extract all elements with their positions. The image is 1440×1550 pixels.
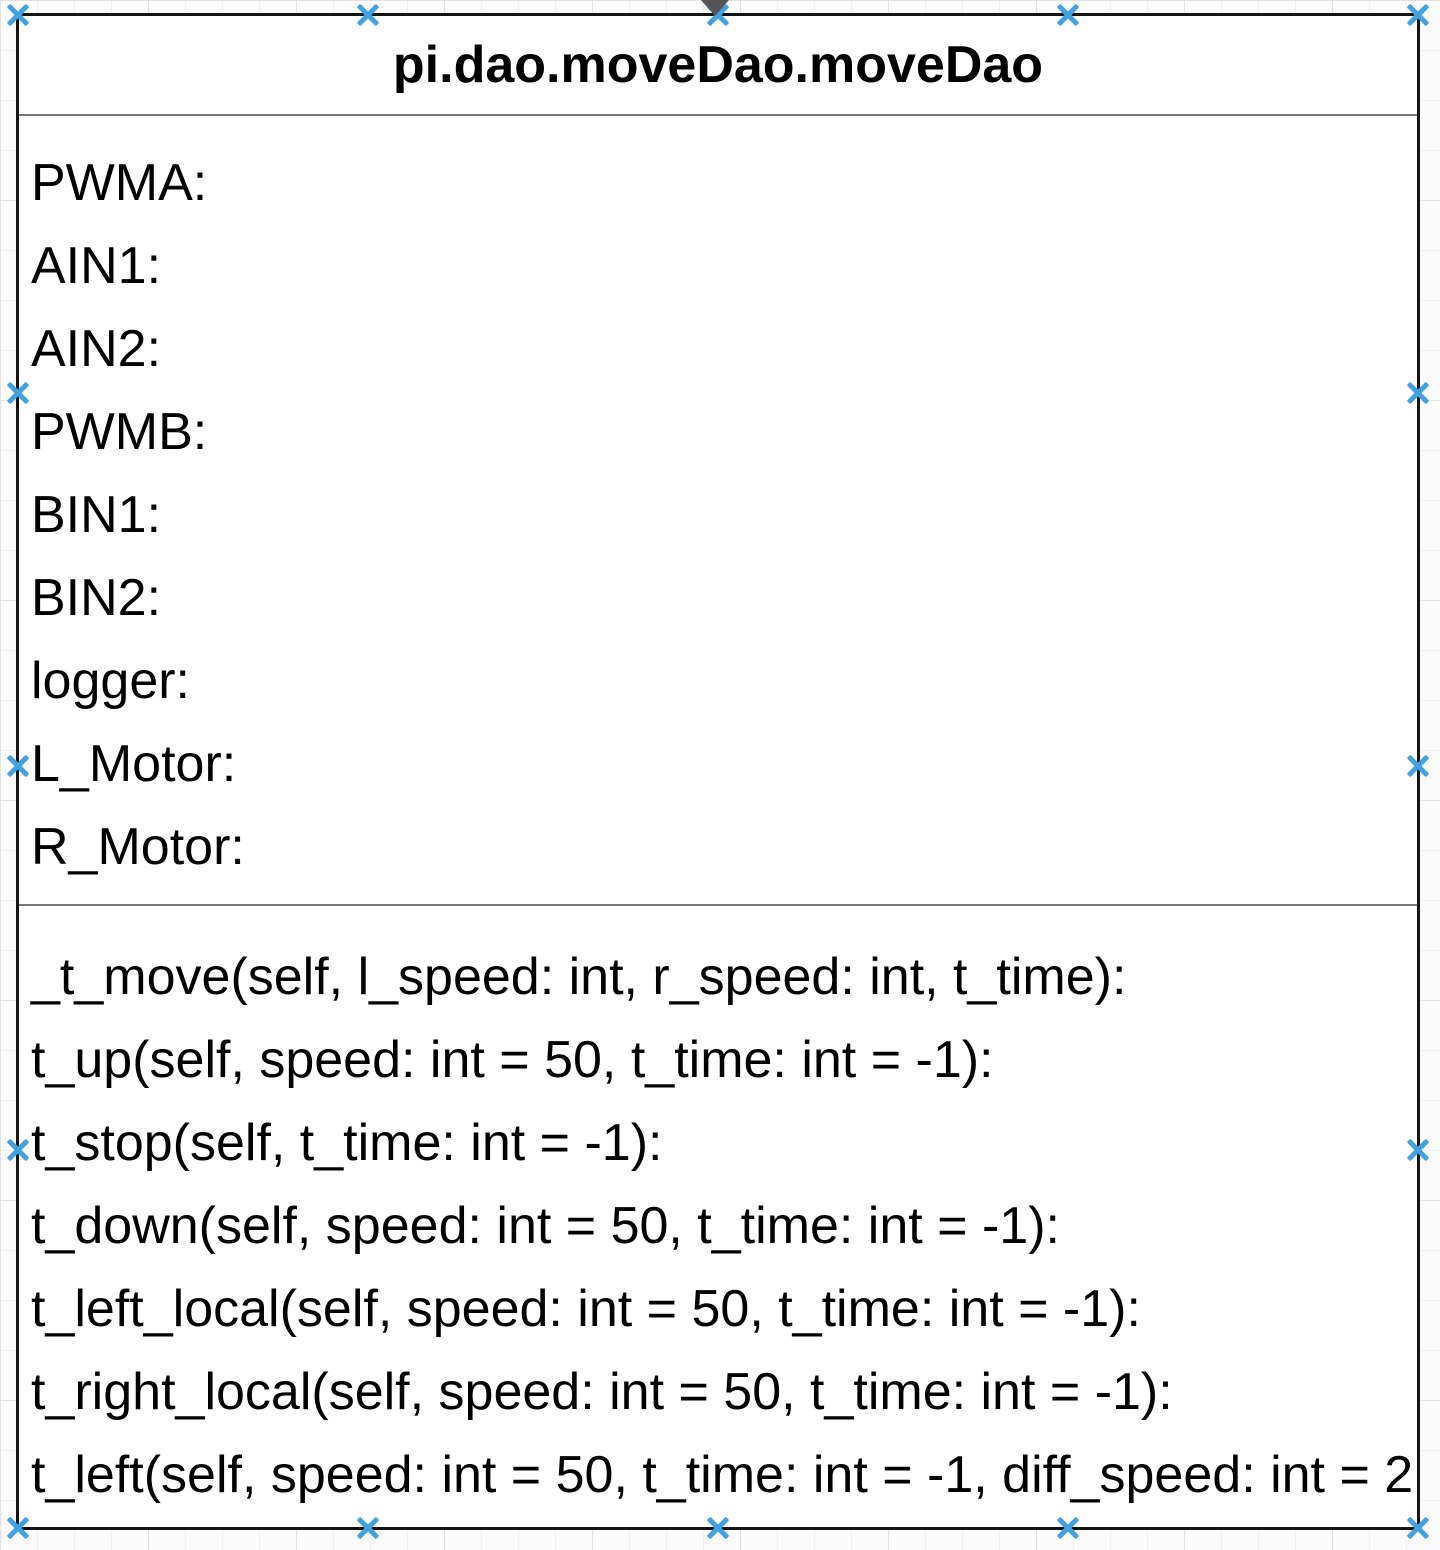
- connection-point-icon[interactable]: [1056, 1516, 1080, 1540]
- attribute-row[interactable]: PWMA:: [31, 154, 208, 212]
- method-row[interactable]: t_stop(self, t_time: int = -1):: [31, 1114, 663, 1172]
- connection-point-icon[interactable]: [6, 3, 30, 27]
- connection-point-icon[interactable]: [6, 381, 30, 405]
- connection-point-icon[interactable]: [356, 3, 380, 27]
- mouse-cursor-icon: [701, 0, 729, 16]
- connection-point-icon[interactable]: [1406, 1138, 1430, 1162]
- connection-point-icon[interactable]: [6, 1516, 30, 1540]
- connection-point-icon[interactable]: [1406, 754, 1430, 778]
- method-row[interactable]: t_left(self, speed: int = 50, t_time: in…: [31, 1446, 1414, 1504]
- attribute-row[interactable]: AIN1:: [31, 237, 162, 295]
- connection-point-icon[interactable]: [6, 1138, 30, 1162]
- attribute-row[interactable]: AIN2:: [31, 320, 162, 378]
- connection-point-icon[interactable]: [1406, 3, 1430, 27]
- connection-point-icon[interactable]: [6, 754, 30, 778]
- attribute-row[interactable]: L_Motor:: [31, 735, 237, 793]
- attribute-row[interactable]: BIN2:: [31, 569, 162, 627]
- attribute-row[interactable]: logger:: [31, 652, 190, 710]
- method-row[interactable]: t_up(self, speed: int = 50, t_time: int …: [31, 1031, 994, 1089]
- method-row[interactable]: _t_move(self, l_speed: int, r_speed: int…: [31, 948, 1127, 1006]
- connection-point-icon[interactable]: [356, 1516, 380, 1540]
- class-title[interactable]: pi.dao.moveDao.moveDao: [19, 16, 1417, 116]
- attribute-row[interactable]: PWMB:: [31, 403, 208, 461]
- method-row[interactable]: t_right_local(self, speed: int = 50, t_t…: [31, 1363, 1173, 1421]
- connection-point-icon[interactable]: [1406, 1516, 1430, 1540]
- method-row[interactable]: t_down(self, speed: int = 50, t_time: in…: [31, 1197, 1060, 1255]
- connection-point-icon[interactable]: [1056, 3, 1080, 27]
- method-row[interactable]: t_left_local(self, speed: int = 50, t_ti…: [31, 1280, 1141, 1338]
- methods-section: _t_move(self, l_speed: int, r_speed: int…: [19, 906, 1417, 1517]
- attributes-section: PWMA: AIN1: AIN2: PWMB: BIN1: BIN2: logg…: [19, 116, 1417, 906]
- uml-class-shape[interactable]: pi.dao.moveDao.moveDao PWMA: AIN1: AIN2:…: [16, 13, 1420, 1530]
- attribute-row[interactable]: R_Motor:: [31, 818, 245, 876]
- connection-point-icon[interactable]: [706, 1516, 730, 1540]
- attribute-row[interactable]: BIN1:: [31, 486, 162, 544]
- connection-point-icon[interactable]: [1406, 381, 1430, 405]
